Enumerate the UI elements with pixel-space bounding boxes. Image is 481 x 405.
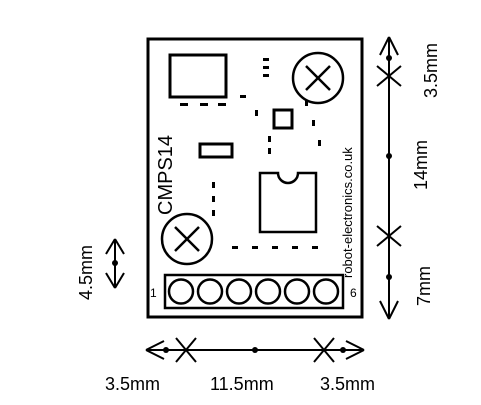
right-dim-bottom-label: 7mm [414, 266, 434, 306]
bottom-dim-middle-label: 11.5mm [210, 374, 274, 394]
smd-pad [252, 246, 258, 249]
smd-pad [212, 182, 215, 188]
pin-hole [254, 278, 282, 305]
pin-header-outline [163, 273, 345, 310]
pin-6-label: 6 [350, 286, 357, 300]
left-dim-label: 4.5mm [76, 245, 96, 300]
mounting-hole-bottom-left [160, 212, 214, 266]
smd-pad [200, 103, 208, 106]
bottom-dimension-line [145, 337, 365, 363]
smd-pad [312, 246, 318, 249]
smd-pad [312, 120, 315, 126]
pin-hole [283, 278, 311, 305]
chip-square [272, 108, 294, 130]
smd-pad [263, 74, 269, 77]
right-dimension-line [376, 36, 402, 320]
smd-pad [212, 210, 215, 216]
pin-header [163, 273, 345, 310]
smd-pad [268, 136, 271, 142]
smd-pad [263, 66, 269, 69]
smd-pad [180, 103, 188, 106]
bottom-dim-right-label: 3.5mm [320, 374, 375, 394]
smd-pad [272, 246, 278, 249]
website-label: robot-electronics.co.uk [340, 147, 355, 278]
board-components [160, 51, 345, 310]
component-resistor [198, 142, 234, 159]
smd-pad [263, 58, 269, 61]
pin-hole [225, 278, 253, 305]
smd-pad [318, 140, 321, 146]
ic-dip [258, 171, 318, 234]
ic-large [168, 53, 228, 99]
right-dim-top-label: 3.5mm [421, 43, 441, 98]
smd-pad [255, 110, 258, 116]
pin-hole [196, 278, 224, 305]
smd-pad [268, 148, 271, 154]
smd-pad [292, 246, 298, 249]
board-name-label: CMPS14 [155, 135, 177, 215]
smd-pad [232, 246, 238, 249]
right-dim-middle-label: 14mm [411, 140, 431, 190]
smd-pad [212, 196, 215, 202]
left-dimension-line [105, 238, 125, 289]
smd-pad [218, 103, 226, 106]
mounting-hole-top-right [291, 51, 345, 105]
smd-pad [305, 100, 308, 106]
smd-pad [240, 95, 246, 98]
pin-hole [167, 278, 195, 305]
board-outline [146, 37, 364, 319]
pin-holes [167, 278, 340, 305]
pin-hole [312, 278, 340, 305]
pin-1-label: 1 [150, 286, 157, 300]
bottom-dim-left-label: 3.5mm [105, 374, 160, 394]
